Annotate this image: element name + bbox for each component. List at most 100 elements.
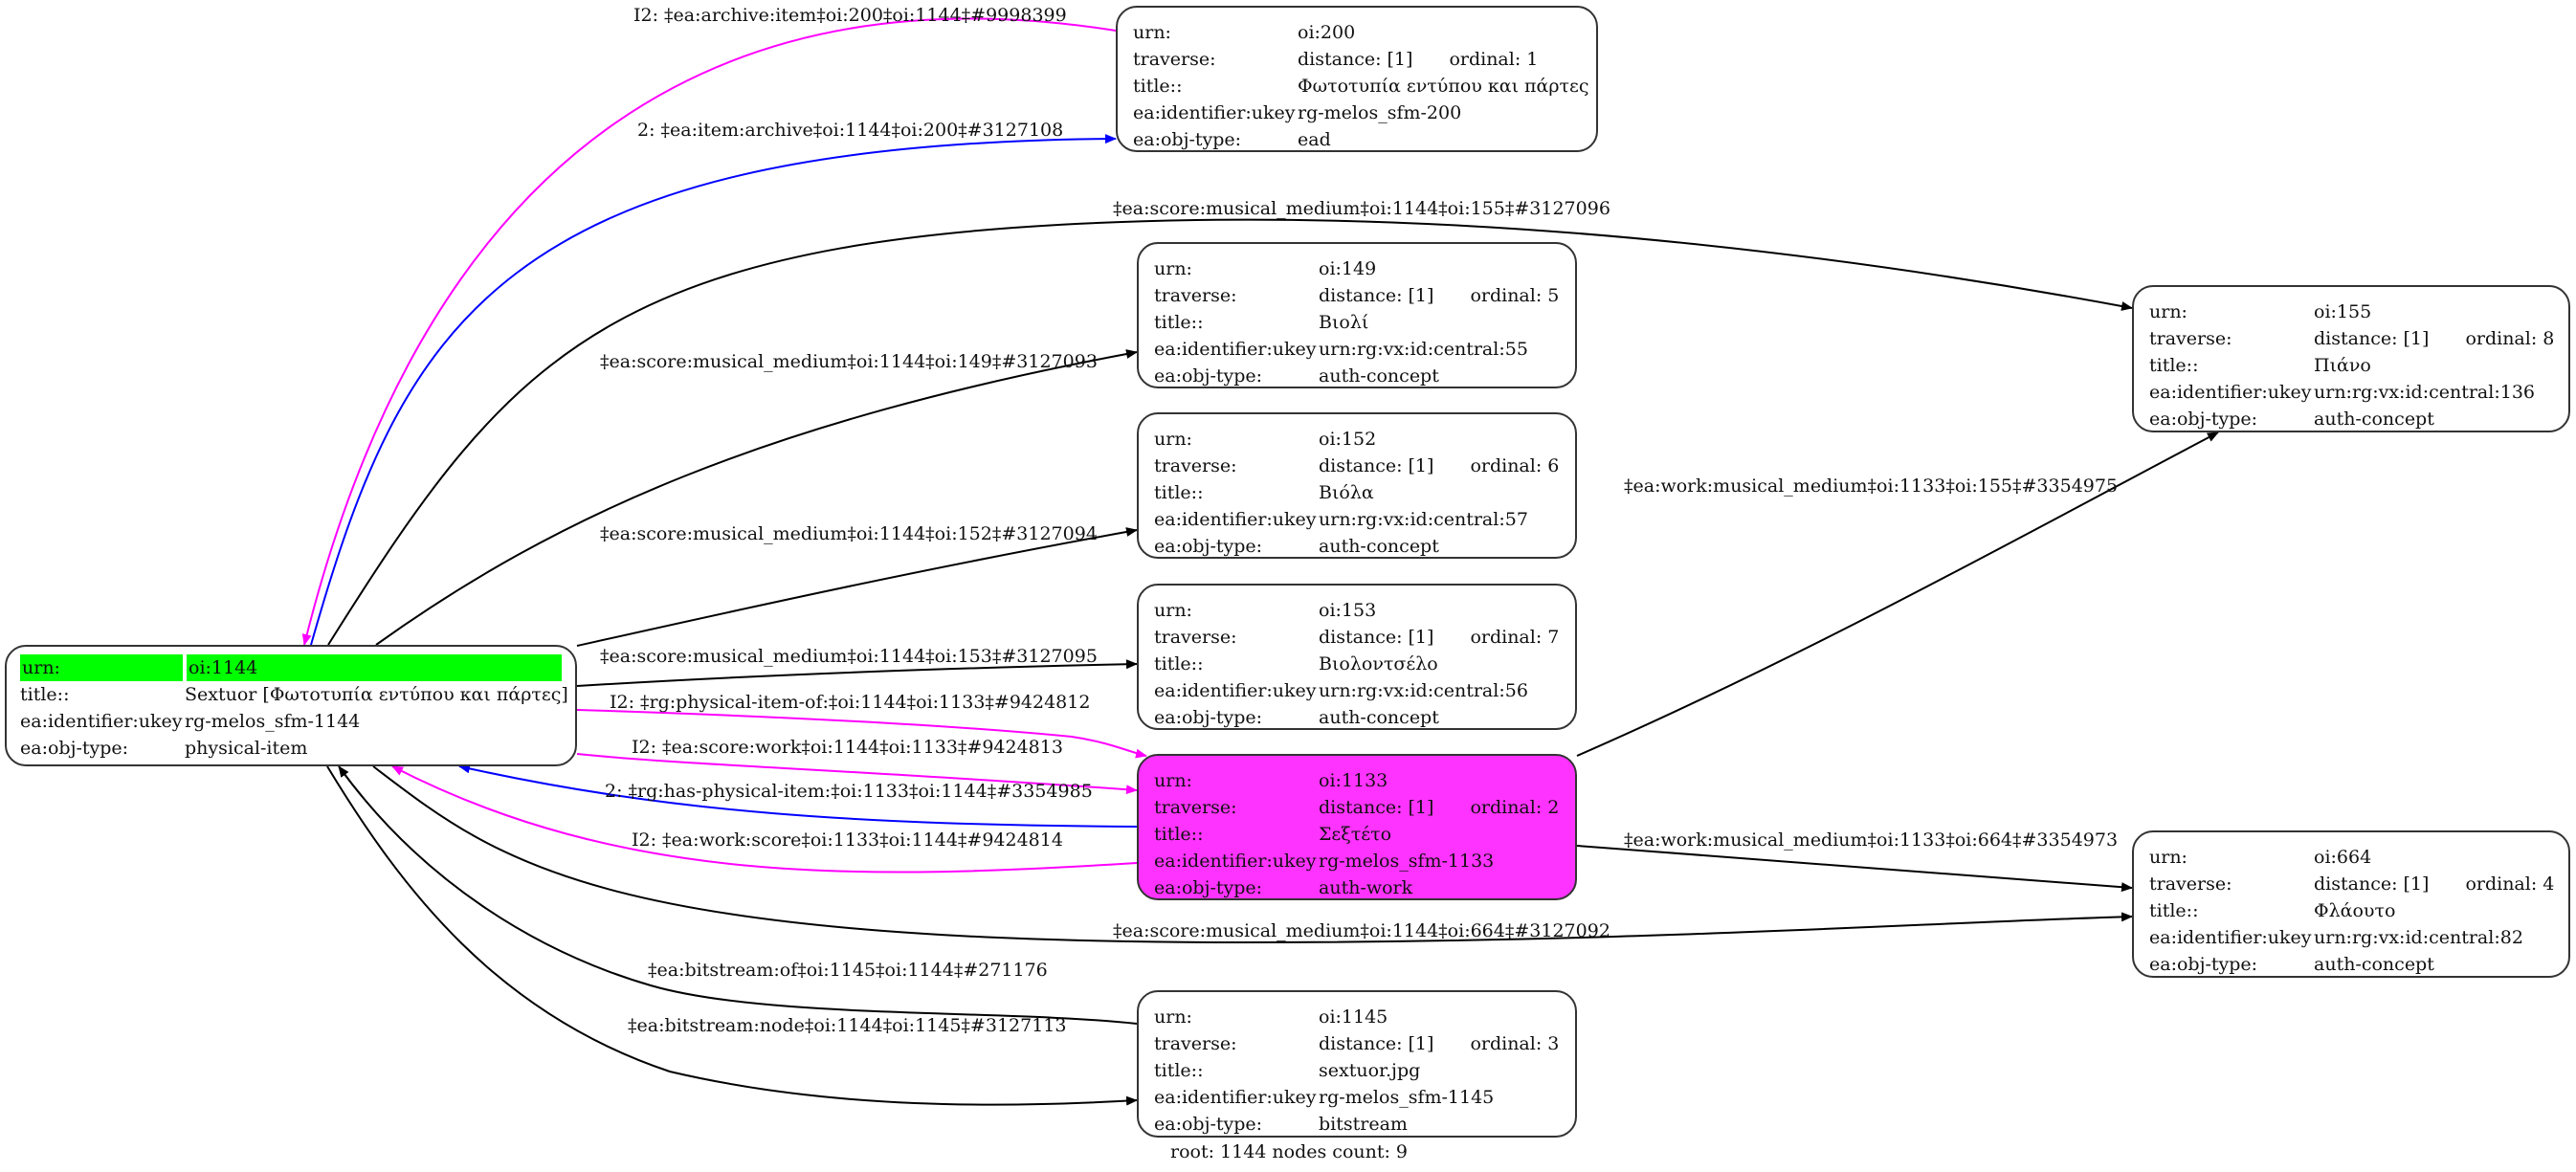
value-title: Βιολοντσέλο xyxy=(1319,653,1438,674)
node-oi-664[interactable]: urn:oi:664 traverse:distance: [1]ordinal… xyxy=(2132,830,2570,978)
key-ukey: ea:identifier:ukey xyxy=(2149,382,2312,403)
edge-e1[interactable] xyxy=(301,17,1117,646)
key-ukey: ea:identifier:ukey xyxy=(1154,1087,1317,1108)
key-traverse: traverse: xyxy=(1154,455,1237,476)
node-oi-153[interactable]: urn:oi:153 traverse:distance: [1]ordinal… xyxy=(1137,584,1577,730)
key-objtype: ea:obj-type: xyxy=(1133,129,1242,150)
key-objtype: ea:obj-type: xyxy=(1154,877,1263,898)
key-title: title:: xyxy=(2149,900,2199,921)
value-objtype: auth-concept xyxy=(1319,707,1439,728)
key-title: title:: xyxy=(1133,76,1183,97)
key-objtype: ea:obj-type: xyxy=(1154,365,1263,387)
value-urn: oi:155 xyxy=(2314,301,2372,322)
key-traverse: traverse: xyxy=(1133,49,1216,70)
value-distance: distance: [1] xyxy=(2314,873,2430,895)
value-ukey: rg-melos_sfm-1145 xyxy=(1319,1087,1495,1108)
key-traverse: traverse: xyxy=(1154,797,1237,818)
value-ukey: urn:rg:vx:id:central:82 xyxy=(2314,927,2523,948)
key-urn: urn: xyxy=(1154,258,1192,279)
value-urn: oi:152 xyxy=(1319,429,1377,450)
edge-e15[interactable] xyxy=(326,765,1138,1106)
key-urn: urn: xyxy=(2149,847,2187,868)
key-objtype: ea:obj-type: xyxy=(1154,707,1263,728)
value-objtype: ead xyxy=(1298,129,1331,150)
edge-e14[interactable] xyxy=(338,765,1138,1025)
key-objtype: ea:obj-type: xyxy=(20,738,129,759)
value-distance: distance: [1] xyxy=(1319,285,1434,306)
edge-e8[interactable] xyxy=(576,753,1138,795)
edge-label-e10: I2: ‡ea:work:score‡oi:1133‡oi:1144‡#9424… xyxy=(632,829,1063,851)
key-objtype: ea:obj-type: xyxy=(2149,409,2258,430)
node-oi-1145[interactable]: urn:oi:1145 traverse:distance: [1]ordina… xyxy=(1137,990,1577,1138)
key-urn: urn: xyxy=(1154,770,1192,791)
value-distance: distance: [1] xyxy=(1319,627,1434,648)
root-title-row: title:: Sextuor [Φωτοτυπία εντύπου και π… xyxy=(20,681,568,708)
key-urn: urn: xyxy=(2149,301,2187,322)
key-objtype: ea:obj-type: xyxy=(1154,1114,1263,1135)
edge-e6[interactable] xyxy=(576,659,1138,687)
edge-e4[interactable] xyxy=(375,349,1138,646)
value-distance: distance: [1] xyxy=(1319,1033,1434,1054)
node-oi-200[interactable]: urn:oi:200 traverse:distance: [1]ordinal… xyxy=(1116,6,1598,152)
edge-e5[interactable] xyxy=(576,527,1138,647)
key-ukey: ea:identifier:ukey xyxy=(2149,927,2312,948)
edge-label-e14: ‡ea:bitstream:of‡oi:1145‡oi:1144‡#271176 xyxy=(648,960,1048,981)
value-title: Φλάουτο xyxy=(2314,900,2396,921)
key-traverse: traverse: xyxy=(1154,285,1237,306)
edge-label-e15: ‡ea:bitstream:node‡oi:1144‡oi:1145‡#3127… xyxy=(628,1015,1066,1036)
edge-e3[interactable] xyxy=(327,218,2133,646)
key-title: title:: xyxy=(1154,824,1204,845)
edge-e11[interactable] xyxy=(1576,431,2219,757)
value-objtype: auth-concept xyxy=(1319,536,1439,557)
key-traverse: traverse: xyxy=(2149,873,2232,895)
value-ukey: rg-melos_sfm-200 xyxy=(1298,102,1462,123)
value-objtype: physical-item xyxy=(185,738,308,759)
key-title: title:: xyxy=(20,684,70,705)
value-ordinal: ordinal: 3 xyxy=(1470,1033,1560,1054)
value-ordinal: ordinal: 8 xyxy=(2465,328,2555,349)
key-ukey: ea:identifier:ukey xyxy=(20,711,183,732)
key-title: title:: xyxy=(2149,355,2199,376)
value-urn: oi:664 xyxy=(2314,847,2372,868)
key-ukey: ea:identifier:ukey xyxy=(1154,851,1317,872)
value-title: Σεξτέτο xyxy=(1319,824,1392,845)
node-oi-155[interactable]: urn:oi:155 traverse:distance: [1]ordinal… xyxy=(2132,285,2570,432)
edge-e7[interactable] xyxy=(576,709,1147,759)
root-urn-row: urn: oi:1144 xyxy=(20,654,562,681)
key-urn: urn: xyxy=(1154,1006,1192,1028)
value-distance: distance: [1] xyxy=(1319,455,1434,476)
value-ordinal: ordinal: 1 xyxy=(1449,49,1539,70)
value-distance: distance: [1] xyxy=(1319,797,1434,818)
edge-label-e11: ‡ea:work:musical_medium‡oi:1133‡oi:155‡#… xyxy=(1624,475,2118,497)
value-ukey: rg-melos_sfm-1144 xyxy=(185,711,361,732)
edge-e13[interactable] xyxy=(372,765,2133,944)
key-ukey: ea:identifier:ukey xyxy=(1133,102,1296,123)
value-objtype: auth-concept xyxy=(2314,409,2434,430)
edge-e9[interactable] xyxy=(458,763,1138,828)
edge-e12[interactable] xyxy=(1576,845,2133,893)
edge-label-e8: I2: ‡ea:score:work‡oi:1144‡oi:1133‡#9424… xyxy=(632,737,1063,758)
value-ukey: rg-melos_sfm-1133 xyxy=(1319,851,1495,872)
node-oi-149[interactable]: urn:oi:149 traverse:distance: [1]ordinal… xyxy=(1137,242,1577,388)
value-ukey: urn:rg:vx:id:central:136 xyxy=(2314,382,2536,403)
key-traverse: traverse: xyxy=(1154,1033,1237,1054)
value-title: Πιάνο xyxy=(2314,355,2371,376)
node-oi-1133[interactable]: urn:oi:1133 traverse:distance: [1]ordina… xyxy=(1137,754,1577,900)
value-ordinal: ordinal: 6 xyxy=(1470,455,1560,476)
value-title: Βιολί xyxy=(1319,312,1369,333)
key-urn: urn: xyxy=(1133,22,1171,43)
edge-label-e12: ‡ea:work:musical_medium‡oi:1133‡oi:664‡#… xyxy=(1624,829,2118,851)
edge-e2[interactable] xyxy=(310,134,1117,646)
value-title: Sextuor [Φωτοτυπία εντύπου και πάρτες] xyxy=(185,684,568,705)
node-oi-152[interactable]: urn:oi:152 traverse:distance: [1]ordinal… xyxy=(1137,412,1577,559)
edge-label-e3: ‡ea:score:musical_medium‡oi:1144‡oi:155‡… xyxy=(1113,198,1610,219)
value-ordinal: ordinal: 2 xyxy=(1470,797,1560,818)
key-title: title:: xyxy=(1154,312,1204,333)
edge-label-e7: I2: ‡rg:physical-item-of:‡oi:1144‡oi:113… xyxy=(610,692,1090,713)
root-node[interactable]: urn: oi:1144 title:: Sextuor [Φωτοτυπία … xyxy=(5,645,577,766)
key-title: title:: xyxy=(1154,1060,1204,1081)
key-title: title:: xyxy=(1154,653,1204,674)
value-title: sextuor.jpg xyxy=(1319,1060,1421,1081)
edge-e10[interactable] xyxy=(391,765,1138,873)
